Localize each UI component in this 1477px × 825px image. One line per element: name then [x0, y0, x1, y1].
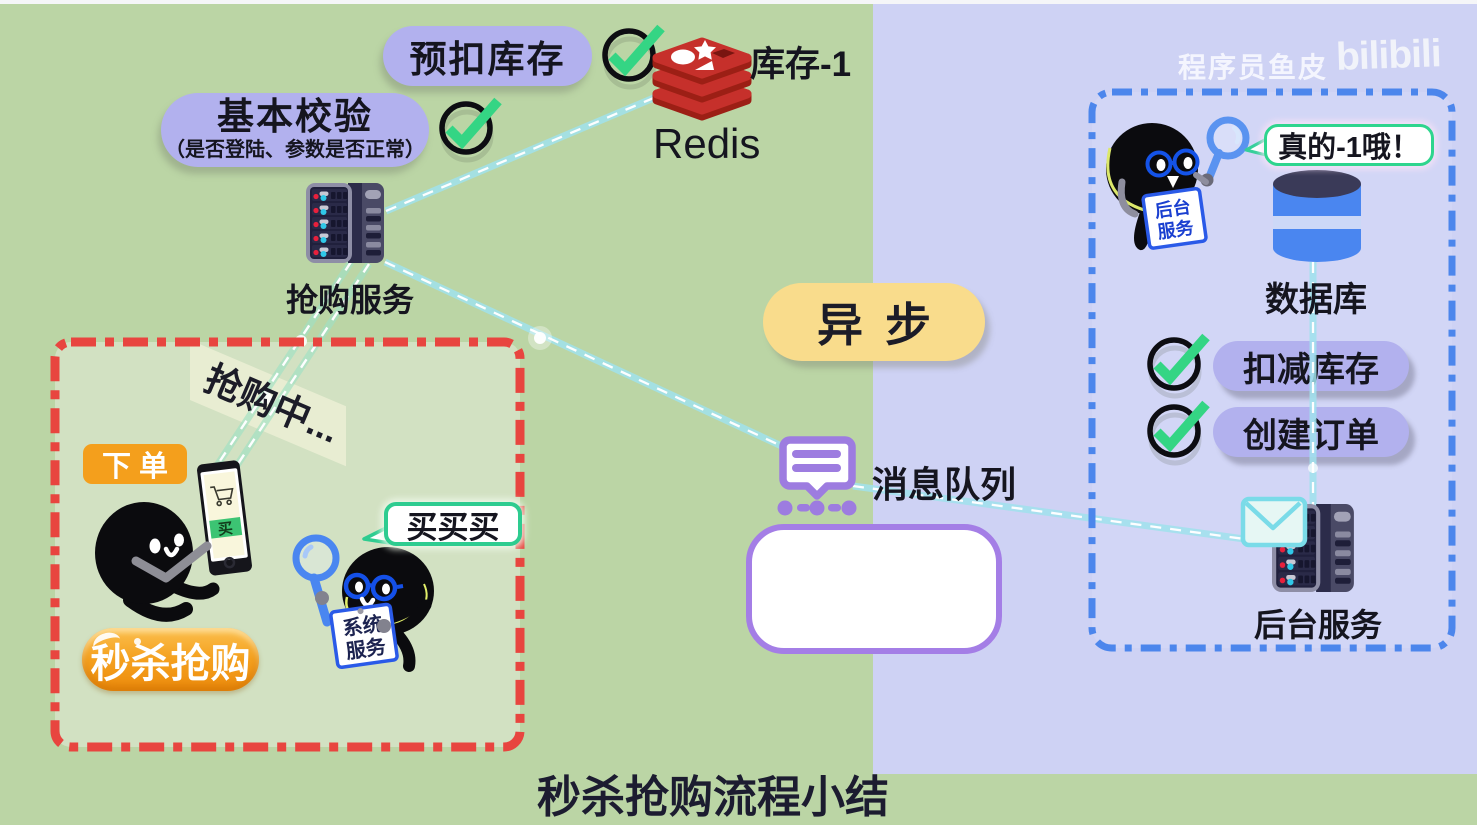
svg-text:服务: 服务 [1156, 216, 1196, 242]
svg-text:后台: 后台 [1153, 196, 1192, 222]
svg-text:抢购中...: 抢购中... [199, 358, 346, 451]
svg-text:买: 买 [217, 520, 234, 539]
